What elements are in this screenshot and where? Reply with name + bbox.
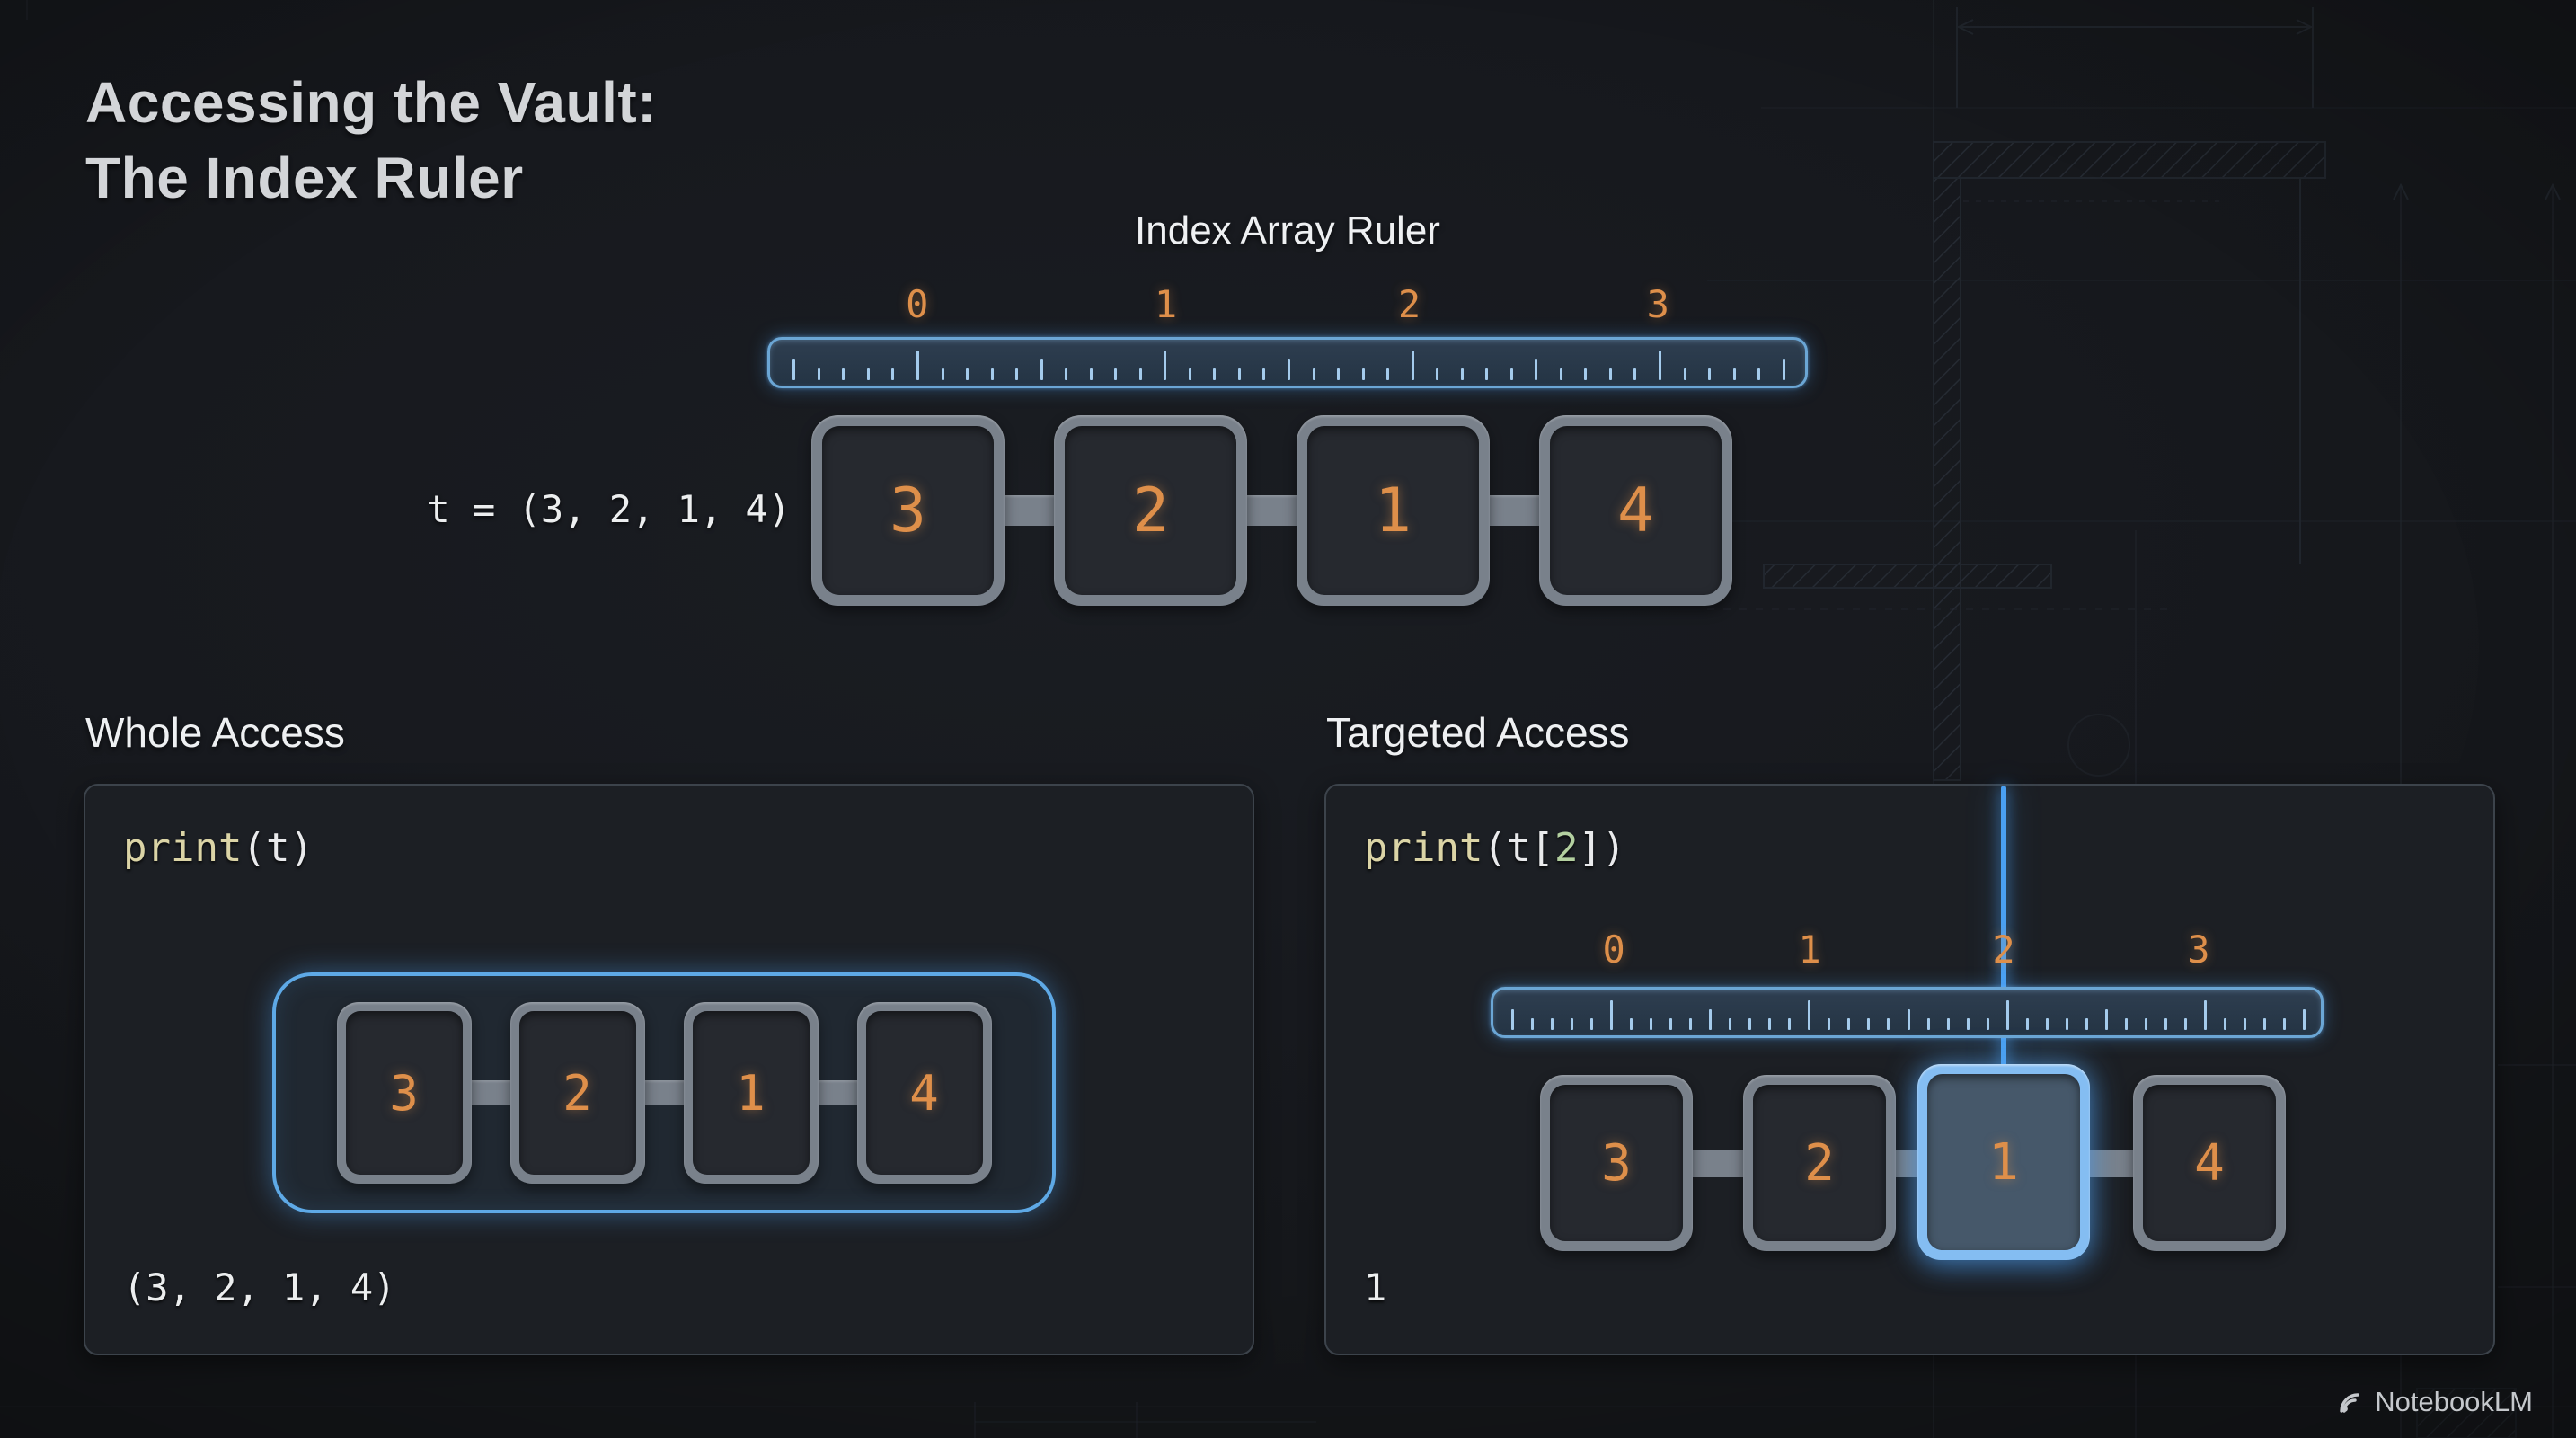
targeted-access-heading: Targeted Access [1326,709,1630,756]
whole-box-0: 3 [336,1002,472,1184]
targeted-index-label-0: 0 [1602,928,1625,972]
tuple-box-1: 2 [1054,415,1247,606]
targeted-box-3: 4 [2133,1075,2286,1251]
tuple-box-3: 4 [1539,415,1732,606]
index-label-0: 0 [906,282,929,326]
page-title-line1: Accessing the Vault: [85,70,657,135]
index-label-1: 1 [1154,282,1178,326]
footer-brand-text: NotebookLM [2375,1386,2533,1417]
box-connector [810,1080,865,1105]
box-connector [1682,1150,1754,1177]
box-connector [1239,495,1305,526]
footer-brand: NotebookLM [2335,1386,2533,1418]
targeted-value-2: 1 [1927,1074,2080,1250]
tuple-value-3: 4 [1550,426,1722,595]
code-bracket-open: (t[ [1483,825,1554,871]
index-array-ruler: Index Array Ruler 0 1 2 3 [767,209,1808,397]
targeted-index-label-2: 2 [1992,928,2015,972]
whole-access-heading: Whole Access [85,709,345,756]
targeted-access-code: print(t[2]) [1364,825,1625,871]
page-title-line2: The Index Ruler [85,146,524,211]
box-connector [996,495,1062,526]
whole-value-2: 1 [692,1011,810,1175]
tuple-assignment-label: t = (3, 2, 1, 4) [427,487,791,531]
targeted-value-0: 3 [1550,1085,1683,1241]
index-label-3: 3 [1646,282,1669,326]
code-argument: (t) [242,825,314,871]
targeted-value-3: 4 [2143,1085,2276,1241]
whole-box-1: 2 [509,1002,645,1184]
code-print-keyword: print [123,825,243,871]
index-ruler-title: Index Array Ruler [1135,209,1440,253]
targeted-access-panel: print(t[2]) 0 1 2 3 3 2 1 4 1 [1324,784,2495,1355]
whole-access-panel: print(t) 3 2 1 4 (3, 2, 1, 4) [84,784,1254,1355]
targeted-box-0: 3 [1540,1075,1693,1251]
targeted-ruler-labels: 0 1 2 3 [1491,928,2324,974]
box-connector [636,1080,692,1105]
targeted-index-label-1: 1 [1798,928,1821,972]
targeted-access-output: 1 [1364,1265,1387,1309]
tuple-value-0: 3 [822,426,994,595]
targeted-box-2-highlighted: 1 [1917,1064,2090,1260]
index-label-2: 2 [1397,282,1421,326]
whole-access-code: print(t) [123,825,314,871]
notebooklm-logo-icon [2340,1393,2359,1413]
whole-access-output: (3, 2, 1, 4) [123,1265,396,1309]
code-index-value: 2 [1554,825,1579,871]
index-pointer-line [2001,786,2006,1078]
whole-box-3: 4 [856,1002,992,1184]
targeted-index-ruler: 0 1 2 3 [1491,928,2324,1044]
tuple-box-2: 1 [1297,415,1490,606]
whole-box-2: 1 [683,1002,819,1184]
page-title: Accessing the Vault: The Index Ruler [85,65,657,217]
index-ruler-labels: 0 1 2 3 [767,282,1808,329]
tuple-box-row: 3 2 1 4 [811,415,1732,606]
ruler-bar [767,337,1808,388]
targeted-box-1: 2 [1743,1075,1896,1251]
whole-value-0: 3 [345,1011,463,1175]
code-print-keyword: print [1364,825,1483,871]
targeted-index-label-3: 3 [2187,928,2210,972]
box-connector [463,1080,518,1105]
targeted-value-1: 2 [1753,1085,1886,1241]
whole-value-3: 4 [865,1011,983,1175]
tuple-value-1: 2 [1065,426,1236,595]
tuple-value-2: 1 [1307,426,1479,595]
tuple-box-0: 3 [811,415,1005,606]
whole-value-1: 2 [518,1011,636,1175]
box-connector [1482,495,1547,526]
whole-tuple-highlight-group: 3 2 1 4 [272,972,1056,1213]
code-bracket-close: ]) [1578,825,1626,871]
targeted-ruler-bar [1491,987,2324,1038]
